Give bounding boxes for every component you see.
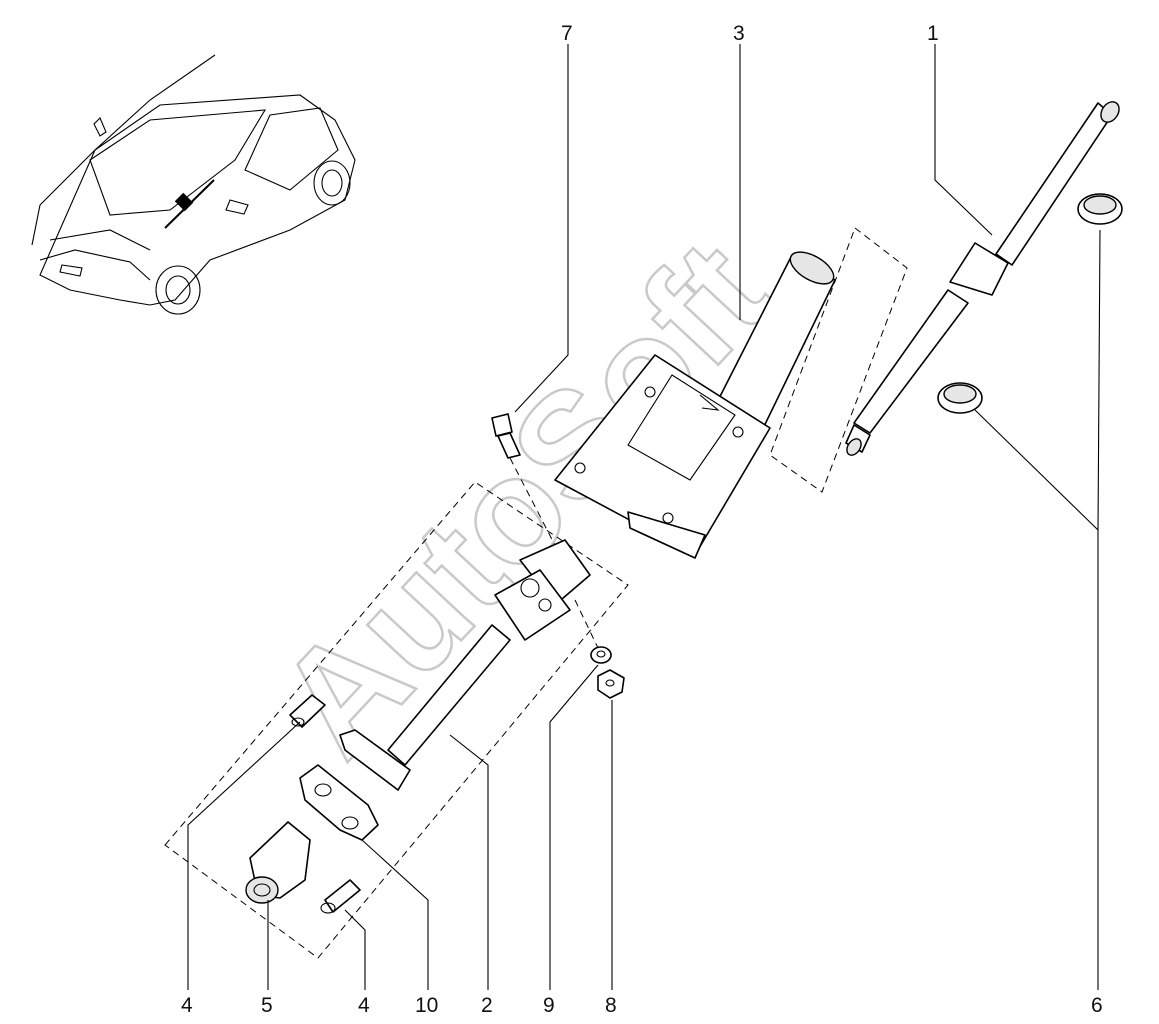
callout-1: 1: [927, 22, 939, 45]
part-pins: [289, 694, 361, 914]
callout-4-right: 4: [358, 994, 370, 1017]
part-washer-and-nut: [574, 599, 625, 699]
vehicle-location-thumbnail: [31, 54, 356, 315]
callout-7: 7: [561, 22, 573, 45]
callout-labels: 1 2 3 4 4 5 6 7 8 9 10: [181, 22, 1103, 1017]
part-bushings: [937, 193, 1123, 414]
part-steering-shaft: [845, 101, 1120, 456]
callout-3: 3: [733, 22, 745, 45]
callout-10: 10: [415, 994, 438, 1017]
callout-5: 5: [261, 994, 273, 1017]
part-clamp: [299, 764, 379, 841]
callout-8: 8: [605, 994, 617, 1017]
part-column-tube: [554, 227, 908, 559]
leader-lines: [187, 44, 1101, 990]
part-yoke: [245, 821, 311, 904]
part-bolt: [491, 413, 561, 556]
callout-4-left: 4: [181, 994, 193, 1017]
callout-6: 6: [1091, 994, 1103, 1017]
callout-2: 2: [481, 994, 493, 1017]
callout-9: 9: [543, 994, 555, 1017]
part-intermediate-shaft: [164, 481, 629, 959]
